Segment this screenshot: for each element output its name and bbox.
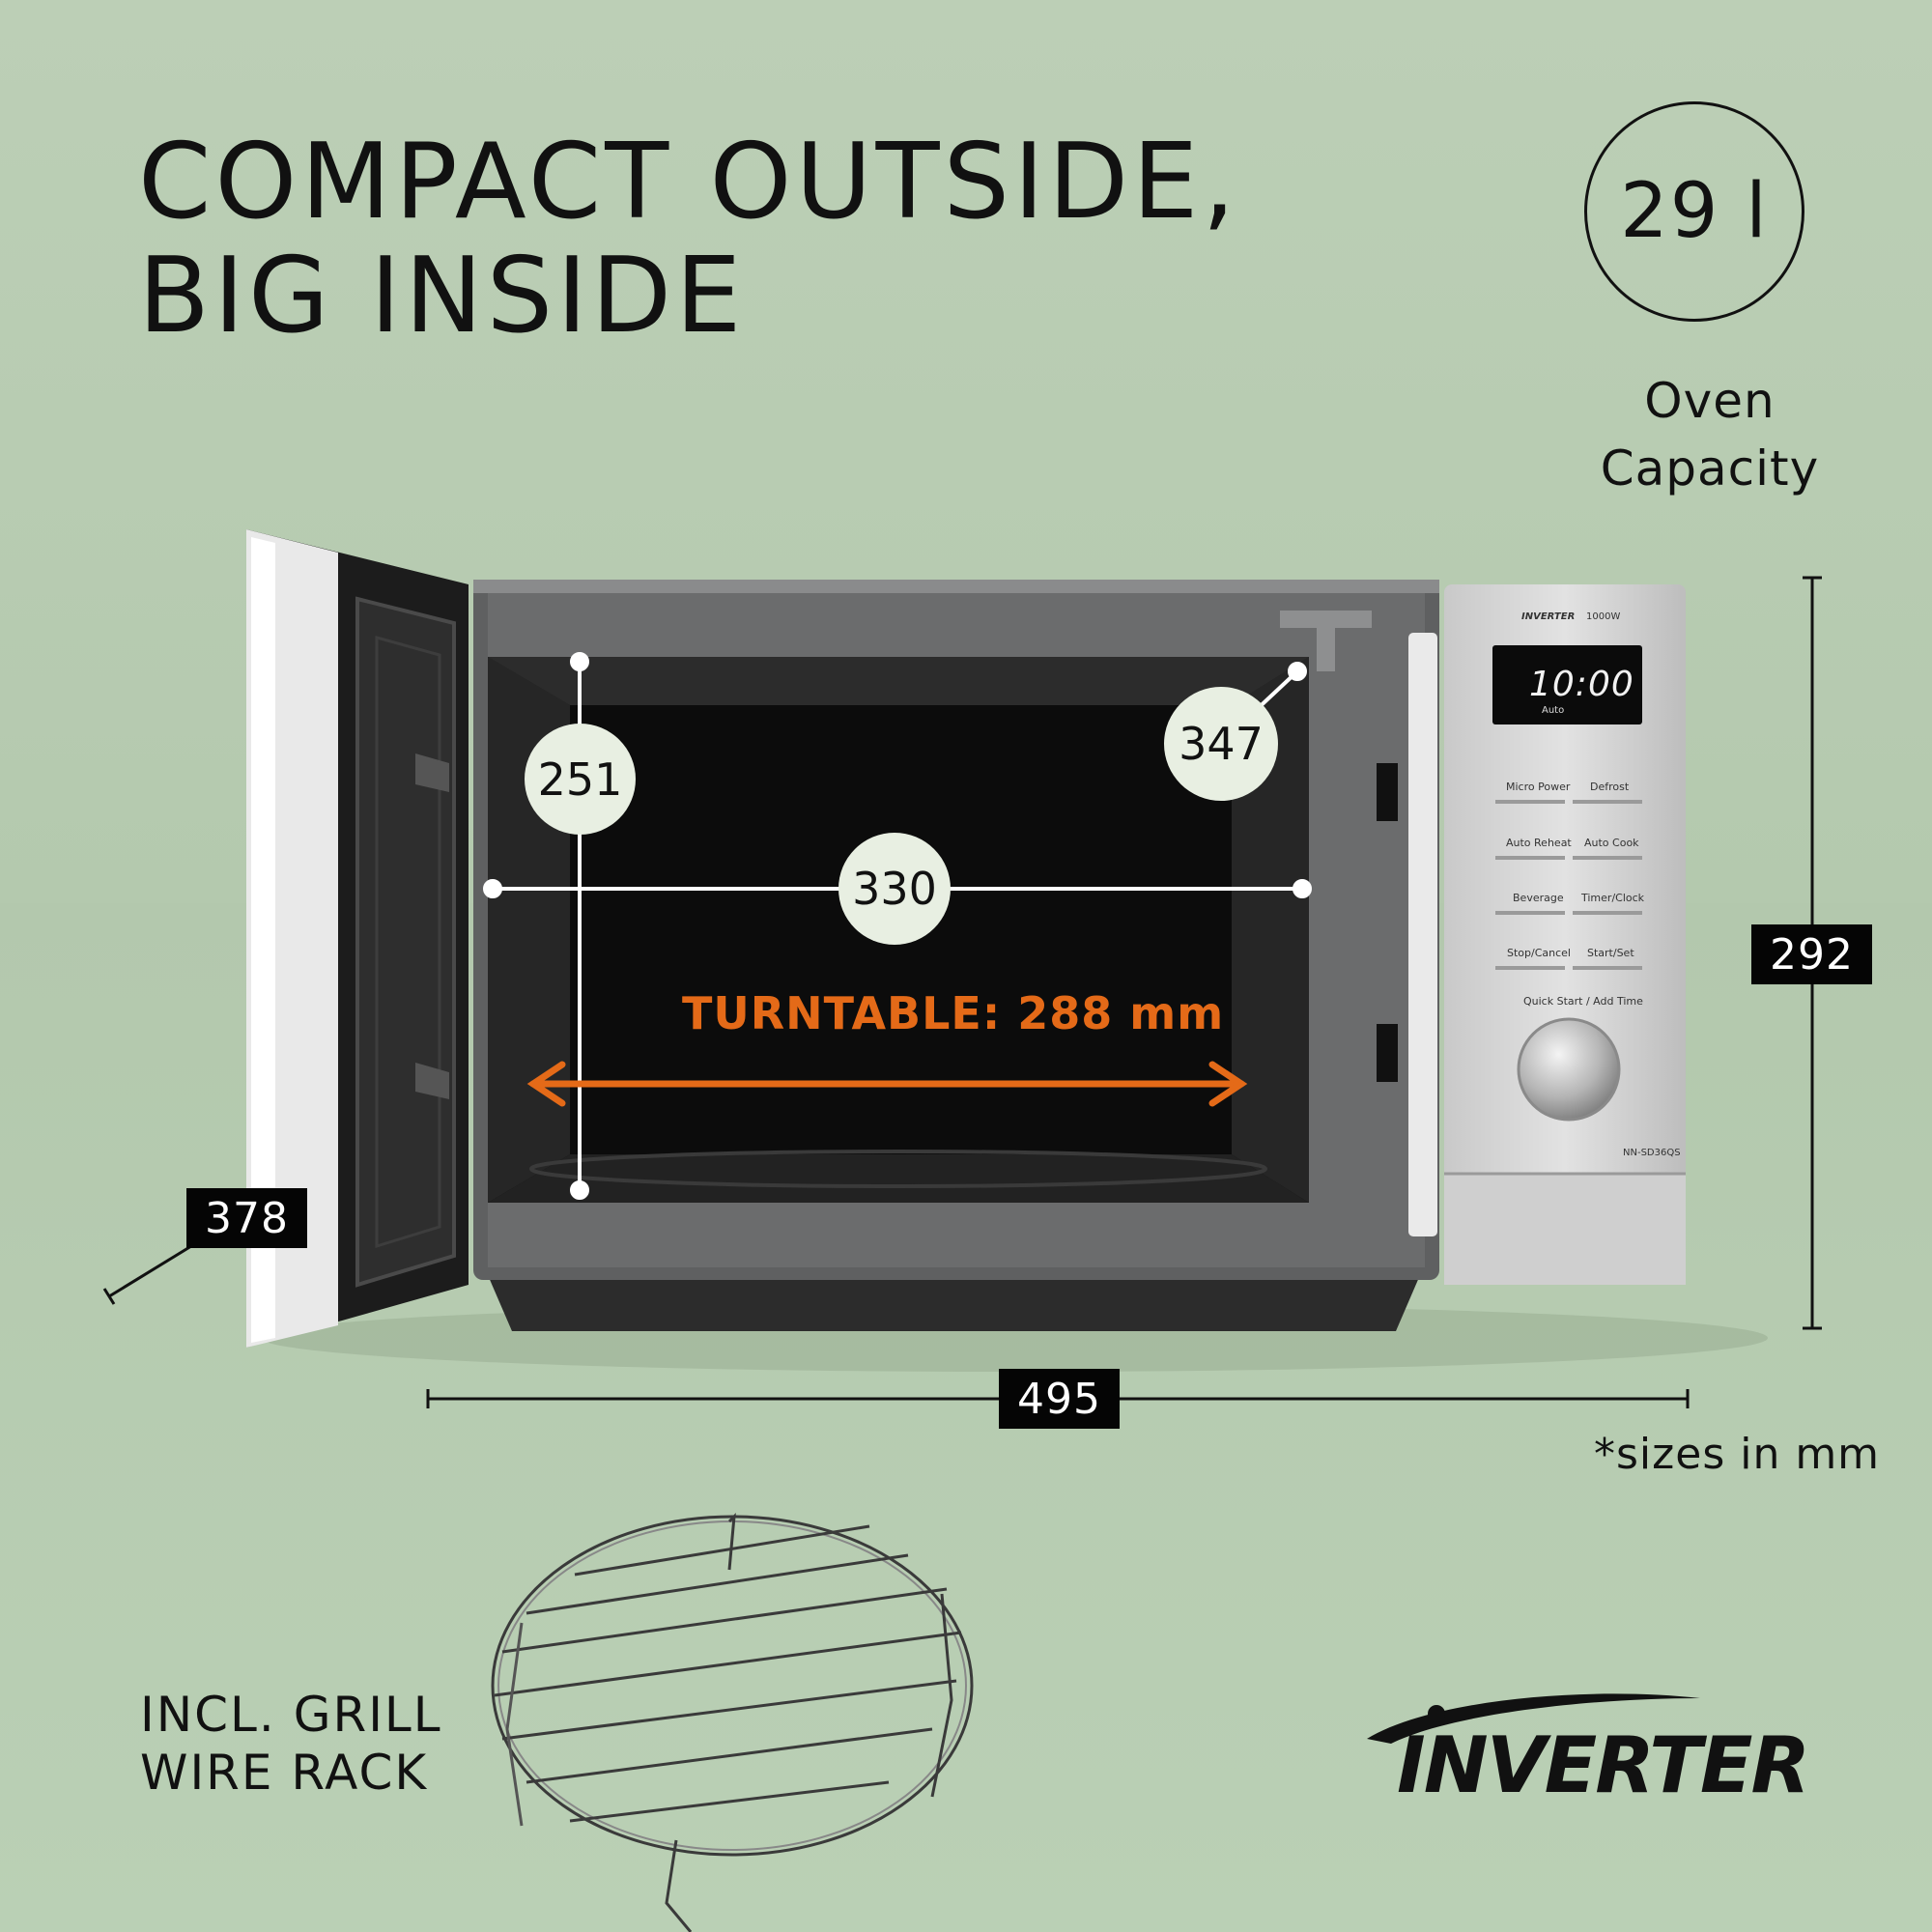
display-screen: [1492, 645, 1642, 724]
display-mode: Auto: [1542, 705, 1565, 716]
inverter-logo-text: INVERTER: [1397, 1720, 1810, 1810]
panel-power: 1000W: [1586, 611, 1621, 622]
turntable-arrow: [526, 1061, 1248, 1107]
turntable-label: TURNTABLE: 288 mm: [682, 987, 1225, 1039]
headline: COMPACT OUTSIDE, BIG INSIDE: [138, 126, 1239, 354]
headline-line-1: COMPACT OUTSIDE,: [138, 122, 1239, 242]
button-auto-reheat[interactable]: Auto Reheat: [1506, 837, 1572, 849]
dial-label: Quick Start / Add Time: [1523, 995, 1643, 1008]
button-timer-clock[interactable]: Timer/Clock: [1581, 892, 1645, 904]
grill-label-line-1: INCL. GRILL: [140, 1687, 442, 1743]
button-start-set[interactable]: Start/Set: [1587, 947, 1634, 959]
control-dial: [1517, 1017, 1621, 1122]
inner-width-value: 330: [852, 863, 937, 915]
model-number: NN-SD36QS: [1623, 1148, 1681, 1158]
capacity-label-line-2: Capacity: [1600, 440, 1820, 497]
button-beverage[interactable]: Beverage: [1513, 892, 1564, 904]
outer-height-value: 292: [1770, 929, 1854, 980]
control-panel: [1444, 584, 1686, 1285]
panel-button-lines: [1495, 800, 1642, 970]
grill-wire-rack: [491, 1513, 974, 1932]
headline-line-2: BIG INSIDE: [138, 236, 746, 356]
inner-height-value: 251: [537, 753, 623, 806]
outer-width-value: 495: [1017, 1374, 1101, 1424]
grill-label: INCL. GRILL WIRE RACK: [140, 1686, 442, 1802]
inverter-logo: INVERTER: [1362, 1690, 1845, 1806]
panel-inverter-badge: INVERTER: [1521, 611, 1576, 622]
button-auto-cook[interactable]: Auto Cook: [1584, 837, 1639, 849]
inner-depth-value: 347: [1179, 718, 1264, 770]
microwave-base: [488, 1275, 1420, 1331]
capacity-label: Oven Capacity: [1565, 367, 1855, 502]
outer-depth-box: 378: [186, 1188, 307, 1248]
outer-width-box: 495: [999, 1369, 1120, 1429]
button-stop-cancel[interactable]: Stop/Cancel: [1507, 947, 1571, 959]
outer-height-box: 292: [1751, 924, 1872, 984]
inner-depth-bubble: 347: [1164, 687, 1278, 801]
inner-height-bubble: 251: [525, 724, 636, 835]
grill-label-line-2: WIRE RACK: [140, 1745, 429, 1801]
button-defrost[interactable]: Defrost: [1590, 781, 1630, 793]
display-time: 10:00: [1529, 665, 1634, 704]
outer-depth-value: 378: [205, 1193, 289, 1243]
inverter-logo-swoosh: [1367, 1693, 1700, 1744]
capacity-value: 29 l: [1620, 168, 1769, 255]
button-micro-power[interactable]: Micro Power: [1506, 781, 1571, 793]
capacity-badge: 29 l: [1584, 101, 1804, 322]
inner-width-bubble: 330: [838, 833, 951, 945]
sizes-note: *sizes in mm: [1594, 1430, 1881, 1479]
capacity-label-line-1: Oven: [1644, 373, 1776, 429]
